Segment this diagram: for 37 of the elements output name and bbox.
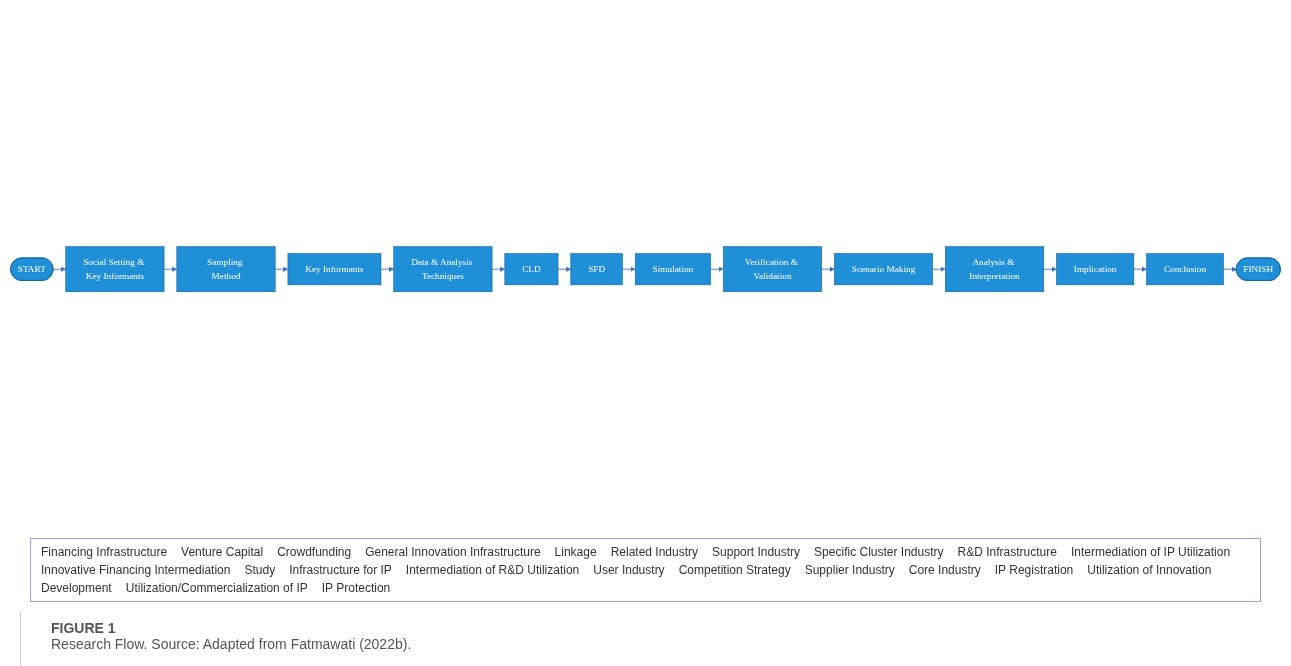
loop-diagram-variable: Competition Strategy <box>678 563 791 577</box>
figure-caption: Research Flow. Source: Adapted from Fatmawati (2022b). <box>51 636 413 652</box>
loop-diagram-variable: Crowdfunding <box>277 545 352 559</box>
node-box: Data & Analysis Techniques <box>393 246 493 292</box>
node-box: CLD <box>504 253 559 285</box>
loop-diagram-variable: Venture Capital <box>181 545 264 559</box>
loop-diagram-variable: Support Industry <box>712 545 801 559</box>
loop-diagram-variable: R&D Infrastructure <box>957 545 1057 559</box>
node-box: Implication <box>1056 253 1135 285</box>
loop-diagram-variable: Utilization of Innovation <box>1087 563 1212 577</box>
loop-diagram-variable: Innovative Financing Intermediation <box>41 563 231 577</box>
loop-diagram-variable: General Innovation Infrastructure <box>365 545 541 559</box>
loop-diagram-variable: User Industry <box>593 563 665 577</box>
node-box: Simulation <box>634 253 711 285</box>
node-box: Social Setting & Key Informants <box>65 246 165 292</box>
loop-diagram-variable: IP Protection <box>321 581 391 595</box>
loop-diagram-variable: Study <box>244 563 276 577</box>
loop-diagram-variable: Intermediation of IP Utilization <box>1070 545 1231 559</box>
loop-diagram-variable: Utilization/Commercialization of IP <box>125 581 308 595</box>
node-box: Verification & Validation <box>723 246 822 292</box>
loop-diagram-variable: IP Registration <box>994 563 1074 577</box>
node-box: Key Informants <box>287 253 382 285</box>
loop-diagram-variable: Core Industry <box>908 563 981 577</box>
node-box: Sampling Method <box>176 246 276 292</box>
loop-diagram-variable: Financing Infrastructure <box>41 545 168 559</box>
loop-diagram-variable: Specific Cluster Industry <box>814 545 944 559</box>
loop-diagram-variable: Related Industry <box>610 545 699 559</box>
node-box: Scenario Making <box>834 253 933 285</box>
loop-diagram-variable: Development <box>41 581 112 595</box>
node-box: Conclusion <box>1146 253 1224 285</box>
figure-title: FIGURE 1 <box>51 620 117 636</box>
loop-diagram-variable: Supplier Industry <box>804 563 895 577</box>
loop-diagram-variable: Intermediation of R&D Utilization <box>405 563 580 577</box>
node-box: Analysis & Interpretation <box>945 246 1044 292</box>
loop-diagram-variable: Infrastructure for IP <box>289 563 392 577</box>
node-box: SFD <box>570 253 623 285</box>
loop-diagram-variable: Linkage <box>554 545 597 559</box>
